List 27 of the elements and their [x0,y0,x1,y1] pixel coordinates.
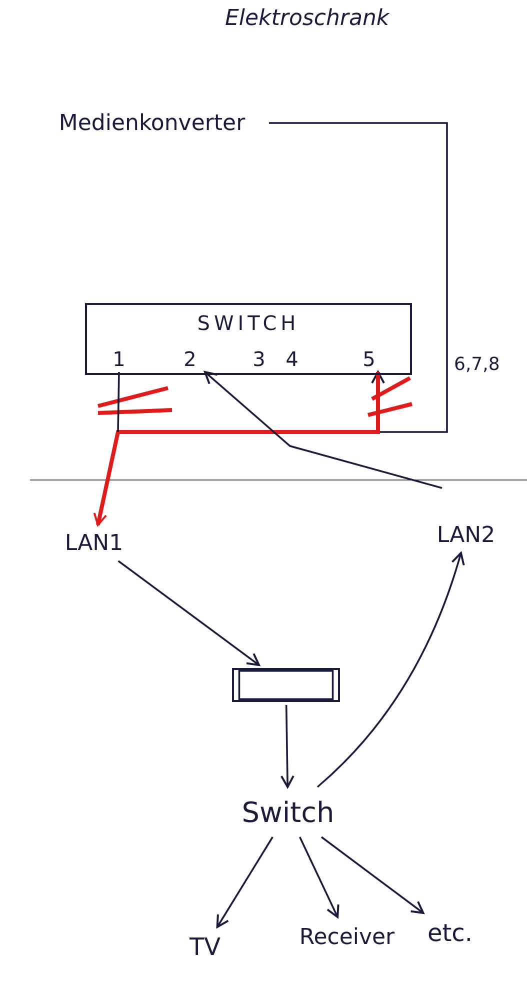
arrow [216,836,274,928]
switch-box [85,303,412,375]
arrow [269,122,448,433]
node-label: TV [180,930,230,964]
line [117,372,120,432]
node-label: Receiver [288,920,406,954]
port-number: 2 [178,346,202,372]
arrow [118,560,260,666]
node-label: Medienkonverter [38,106,266,140]
arrow [204,371,442,489]
arrow [93,372,380,526]
port-number: 5 [356,346,382,372]
arrow [298,836,340,918]
empty-box [232,668,340,702]
port-number: 3 [248,346,270,372]
node-label: Switch [232,790,344,834]
arrow [280,704,294,788]
port-number: 1 [108,346,130,372]
port-number: 4 [281,346,303,372]
title: Elektroschrank [225,6,390,31]
port-numbers: 6,7,8 [454,354,500,375]
switch-label: SWITCH [196,311,301,335]
arrow [320,836,424,914]
arrow [316,552,465,788]
node-label: etc. [410,916,490,950]
node-label: LAN1 [44,528,144,558]
node-label: LAN2 [414,520,518,550]
